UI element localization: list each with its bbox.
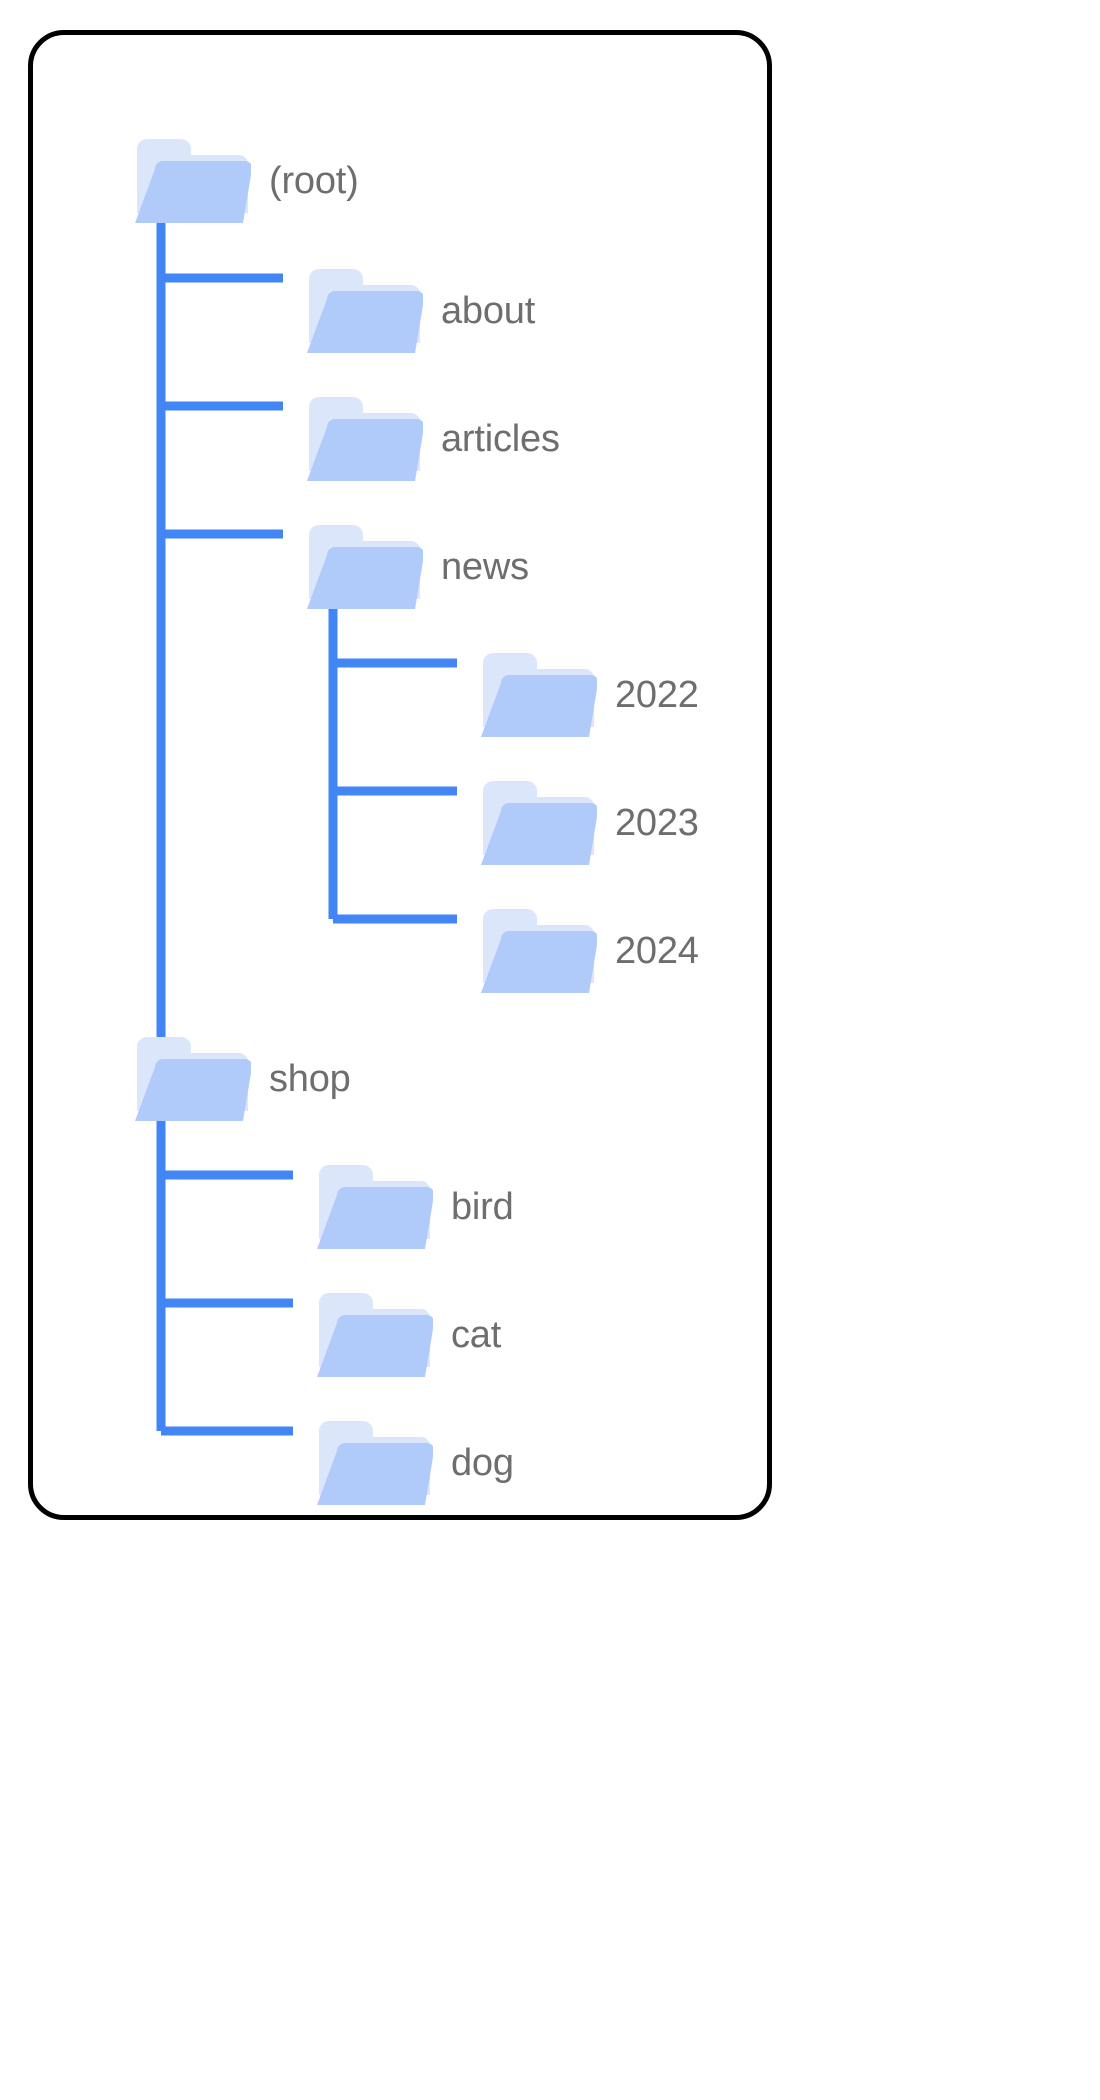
tree-node-shop[interactable]: shop (133, 1033, 351, 1125)
folder-icon (133, 1033, 251, 1125)
folder-icon (479, 649, 597, 741)
tree-node-news[interactable]: news (305, 521, 529, 613)
tree-node-2024[interactable]: 2024 (479, 905, 699, 997)
tree-node-label: news (441, 546, 529, 588)
folder-icon (315, 1289, 433, 1381)
tree-node-about[interactable]: about (305, 265, 535, 357)
tree-node-label: 2023 (615, 802, 699, 844)
tree-node-dog[interactable]: dog (315, 1417, 514, 1509)
tree-node-label: cat (451, 1314, 502, 1356)
folder-icon (305, 265, 423, 357)
tree-node-label: 2022 (615, 674, 699, 716)
tree-node-articles[interactable]: articles (305, 393, 560, 485)
folder-icon (479, 777, 597, 869)
tree-node-label: dog (451, 1442, 514, 1484)
folder-icon (315, 1161, 433, 1253)
tree-node-root[interactable]: (root) (133, 135, 359, 227)
tree-node-label: bird (451, 1186, 514, 1228)
tree-node-bird[interactable]: bird (315, 1161, 514, 1253)
tree-node-label: about (441, 290, 536, 332)
folder-icon (305, 521, 423, 613)
tree-node-2022[interactable]: 2022 (479, 649, 699, 741)
tree-node-label: shop (269, 1058, 351, 1100)
tree-node-label: articles (441, 418, 560, 460)
folder-icon (305, 393, 423, 485)
tree-node-label: 2024 (615, 930, 699, 972)
tree-node-label: (root) (269, 160, 359, 202)
tree-node-cat[interactable]: cat (315, 1289, 501, 1381)
folder-icon (133, 135, 251, 227)
tree-node-2023[interactable]: 2023 (479, 777, 699, 869)
diagram-card: (root) about articles (28, 30, 772, 1520)
folder-icon (479, 905, 597, 997)
tree-connectors (156, 175, 457, 1436)
folder-icon (315, 1417, 433, 1509)
